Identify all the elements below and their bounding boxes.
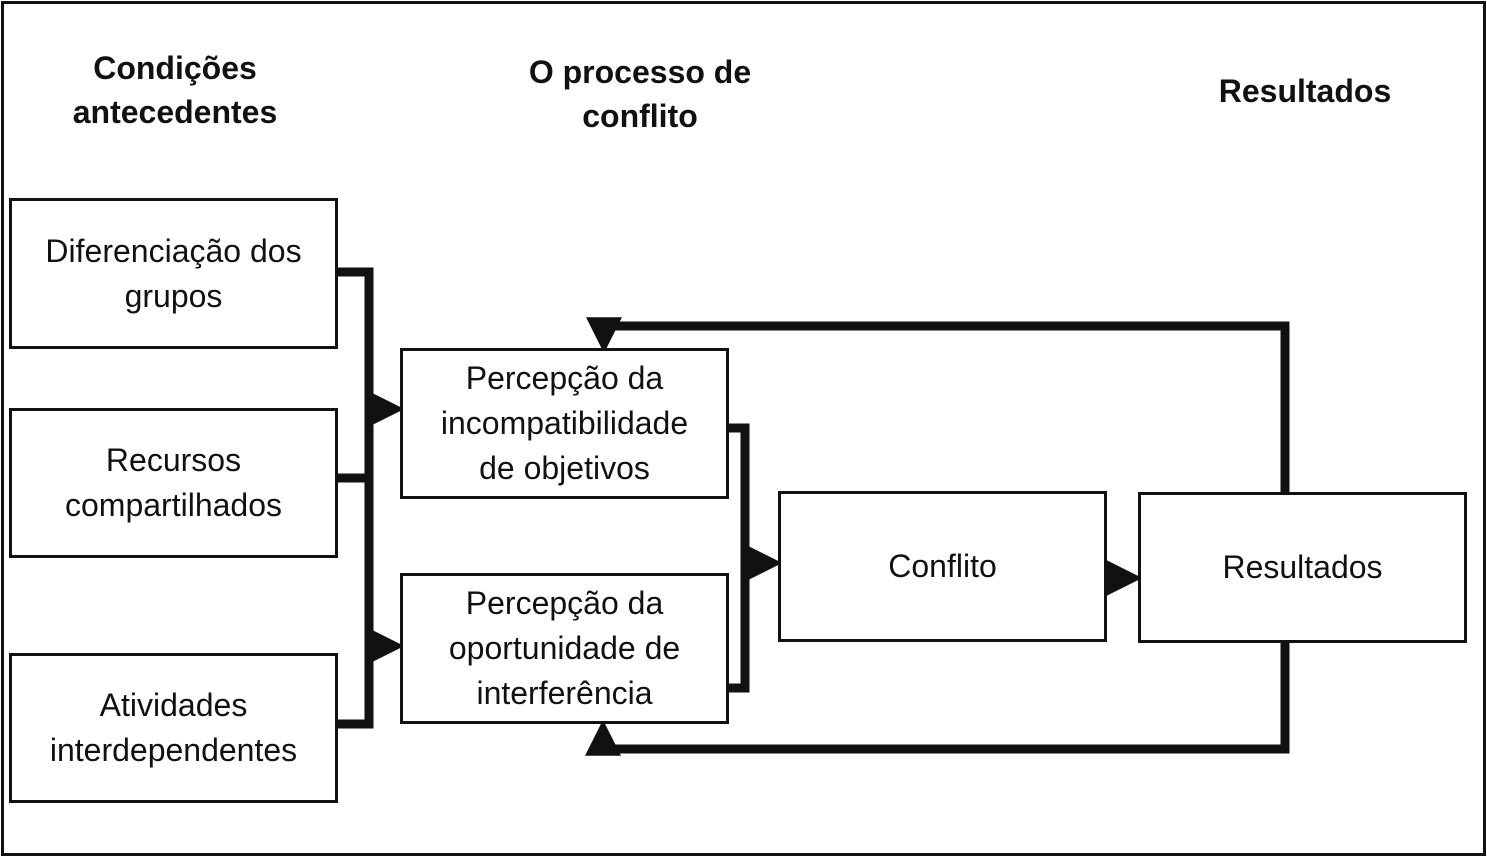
box-label: Atividades interdependentes (49, 687, 298, 768)
box-resultados: Resultados (1138, 492, 1467, 643)
box-atividades-interdependentes: Atividades interdependentes (9, 653, 338, 803)
box-conflito: Conflito (778, 491, 1107, 642)
header-conflict-process: O processo de conflito (528, 54, 752, 134)
header-antecedent-conditions: Condições antecedentes (72, 50, 278, 130)
box-label: Conflito (888, 548, 997, 584)
box-label: Percepção da oportunidade de interferênc… (448, 585, 681, 711)
box-percepcao-oportunidade: Percepção da oportunidade de interferênc… (400, 573, 729, 724)
box-label: Percepção da incompatibilidade de objeti… (440, 360, 689, 486)
box-label: Diferenciação dos grupos (45, 232, 302, 314)
box-label: Resultados (1222, 549, 1383, 585)
box-percepcao-incompatibilidade: Percepção da incompatibilidade de objeti… (400, 348, 729, 499)
box-diferenciacao-dos-grupos: Diferenciação dos grupos (9, 198, 338, 349)
box-recursos-compartilhados: Recursos compartilhados (9, 408, 338, 558)
header-results: Resultados (1218, 73, 1392, 109)
box-label: Recursos compartilhados (65, 442, 282, 523)
